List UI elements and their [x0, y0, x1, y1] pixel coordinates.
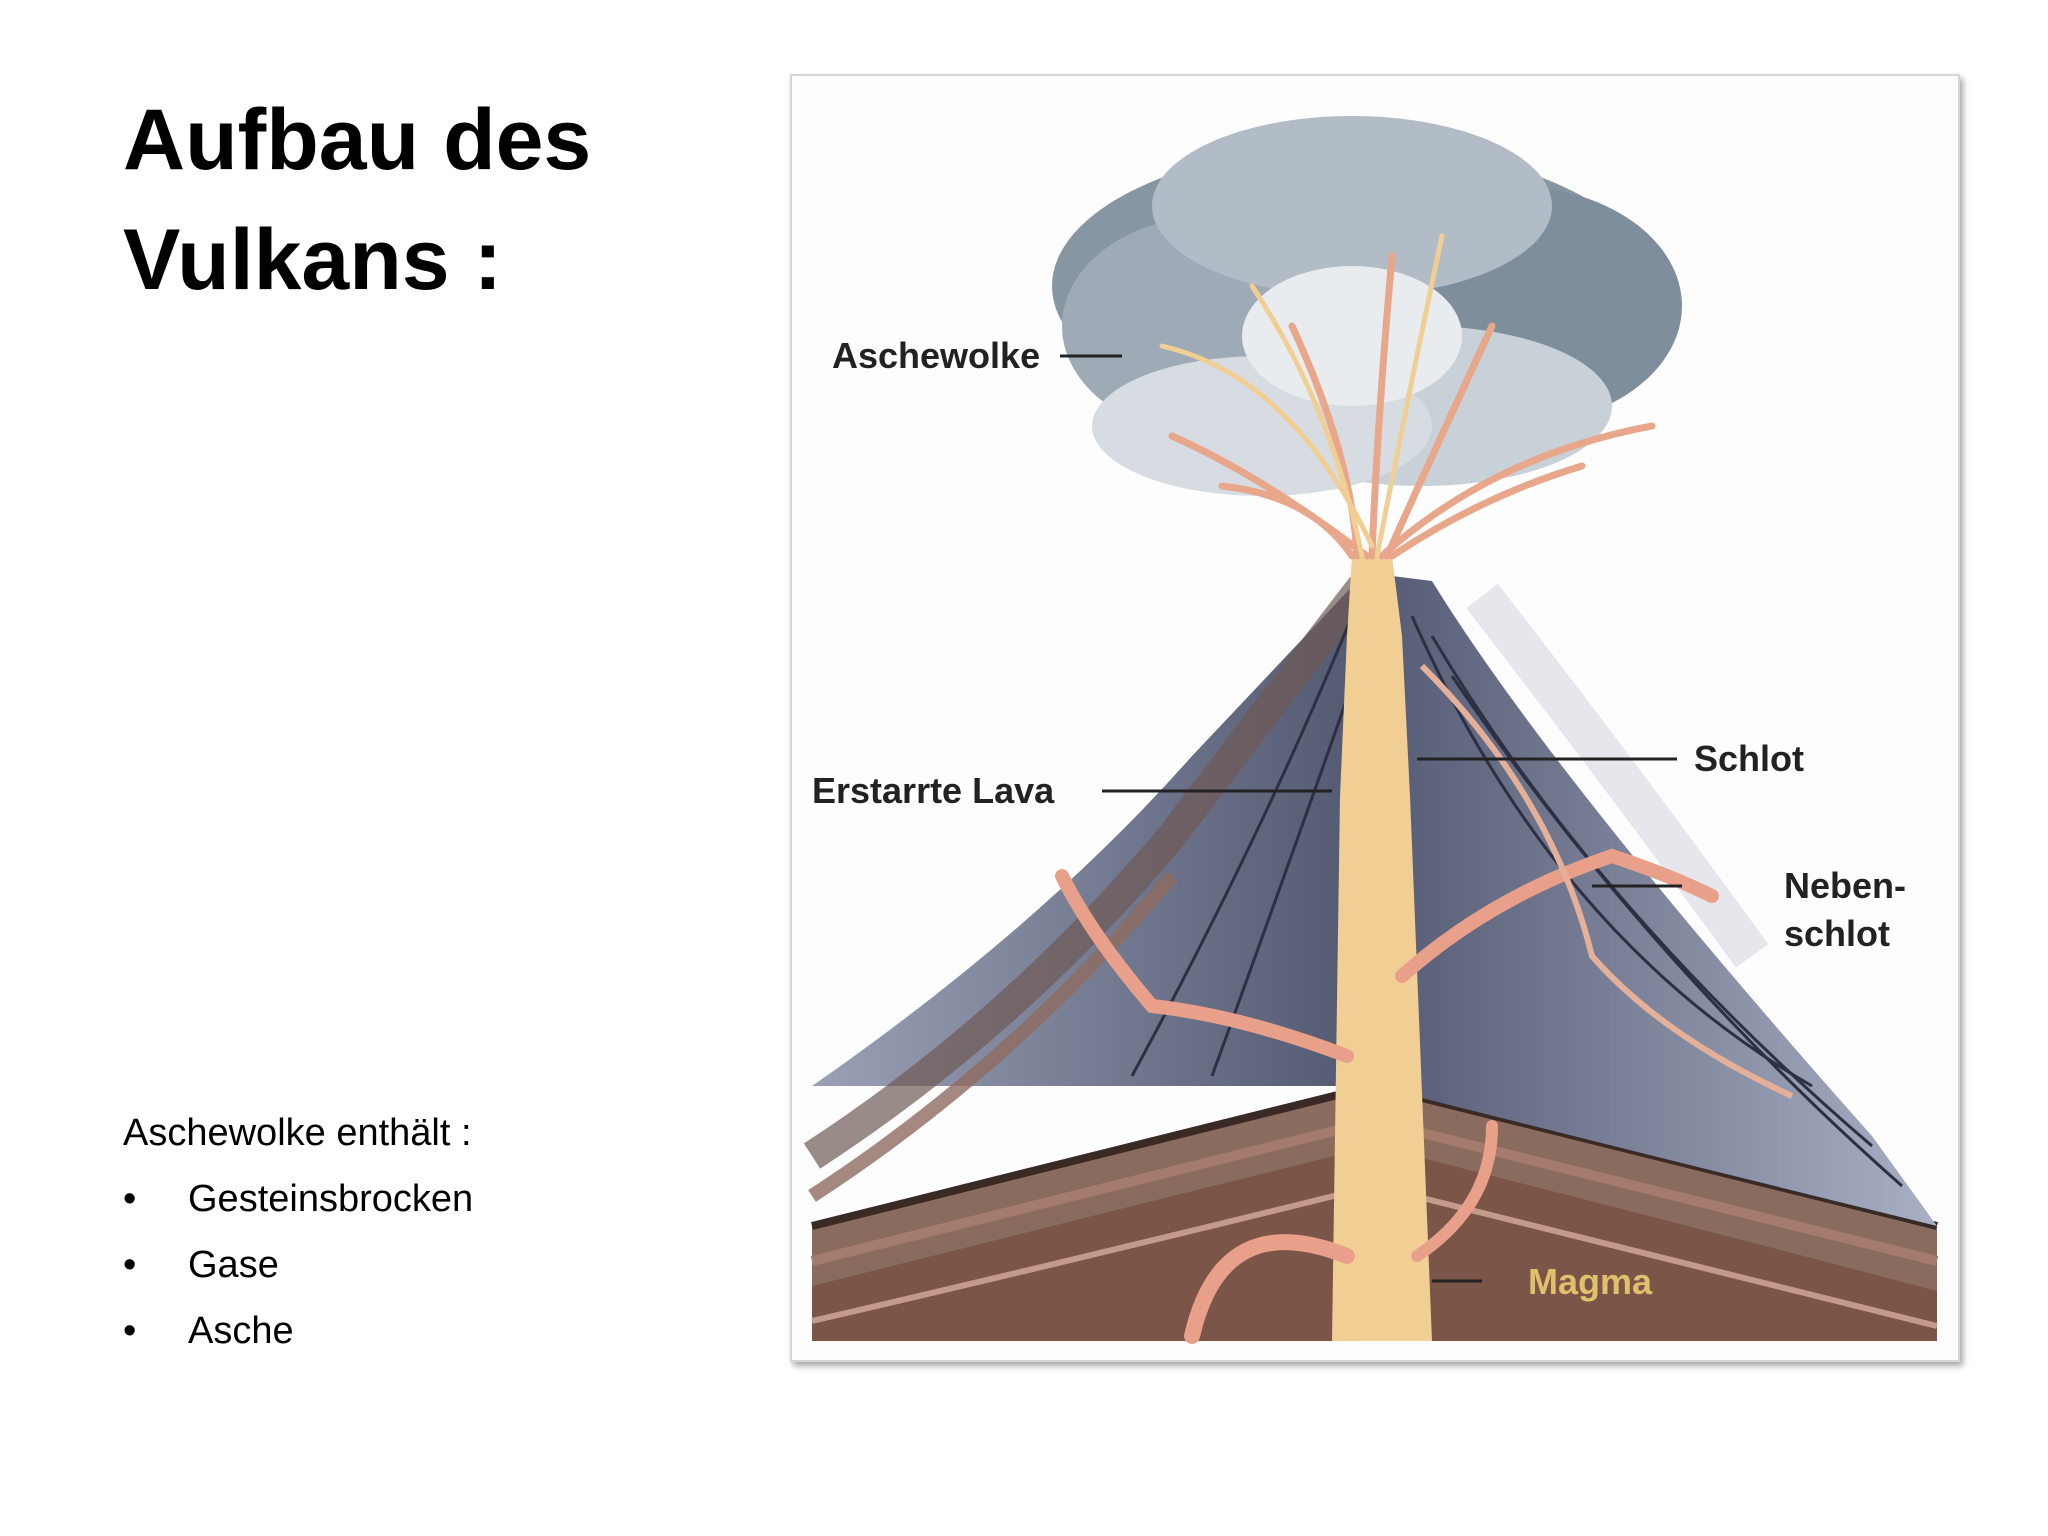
label-erstarrte-lava: Erstarrte Lava	[812, 770, 1055, 811]
ash-cloud	[1052, 116, 1682, 496]
list-item: Gesteinsbrocken	[123, 1166, 473, 1232]
volcano-diagram: Aschewolke Erstarrte Lava Schlot Neben- …	[790, 74, 1960, 1362]
slide-title: Aufbau des Vulkans :	[123, 80, 591, 320]
title-line-2: Vulkans :	[123, 212, 503, 308]
list-item: Asche	[123, 1298, 473, 1364]
label-leader-lines	[1060, 354, 1682, 1283]
volcano-illustration: Aschewolke Erstarrte Lava Schlot Neben- …	[803, 116, 1939, 1344]
ash-cloud-contents: Aschewolke enthält : Gesteinsbrocken Gas…	[123, 1100, 473, 1364]
vent-system	[1055, 233, 1794, 1344]
label-aschewolke: Aschewolke	[832, 335, 1040, 376]
contents-intro: Aschewolke enthält :	[123, 1112, 472, 1154]
contents-list: Gesteinsbrocken Gase Asche	[123, 1166, 473, 1364]
label-nebenschlot-line-2: schlot	[1784, 913, 1890, 954]
label-magma: Magma	[1528, 1261, 1653, 1302]
label-nebenschlot-line-1: Neben-	[1784, 865, 1906, 906]
title-line-1: Aufbau des	[123, 92, 592, 188]
label-schlot: Schlot	[1694, 738, 1804, 779]
list-item: Gase	[123, 1232, 473, 1298]
